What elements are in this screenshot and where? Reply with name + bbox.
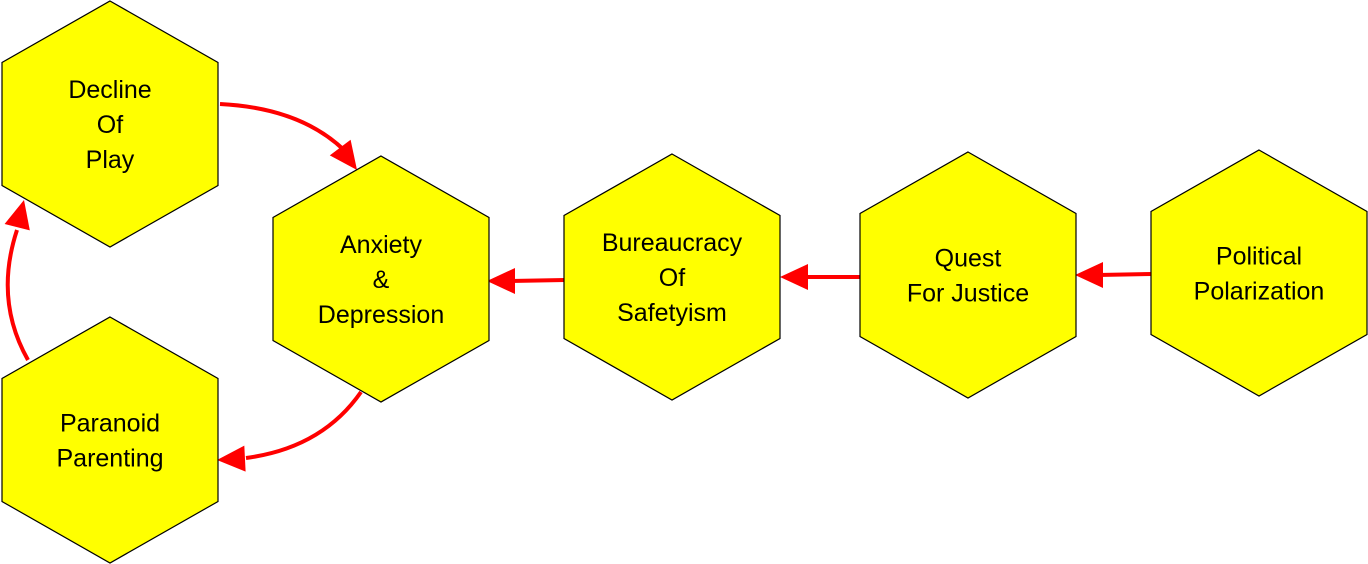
node-label-line: Of <box>97 111 123 139</box>
edge-anxiety-depression-to-paranoid-parenting <box>217 390 363 472</box>
edge-line <box>1097 272 1153 277</box>
node-anxiety-depression: Anxiety & Depression <box>272 155 490 403</box>
edge-political-polarization-to-quest-for-justice <box>1075 262 1153 288</box>
node-label-line: Bureaucracy <box>602 229 743 257</box>
edge-line <box>509 278 566 283</box>
arrowhead <box>329 139 357 170</box>
arrowhead <box>780 264 808 290</box>
hexagon-shape <box>1 316 219 564</box>
edges-layer <box>4 102 1153 472</box>
arrowhead <box>487 268 515 294</box>
node-label-line: Parenting <box>56 445 163 473</box>
arrowhead <box>217 445 246 472</box>
hexagon-shape <box>1 0 219 248</box>
edge-paranoid-parenting-to-decline-of-play <box>4 200 30 361</box>
node-label-line: Paranoid <box>60 410 160 438</box>
edge-decline-of-play-to-anxiety-depression <box>219 102 357 170</box>
node-label-line: Polarization <box>1194 278 1325 306</box>
node-label-line: Decline <box>68 76 151 104</box>
edge-line <box>5 229 30 361</box>
node-label-line: Play <box>86 146 135 174</box>
node-label-line: Political <box>1216 243 1302 271</box>
hexagon-shape <box>563 153 781 401</box>
hexagon-shape <box>1150 149 1368 397</box>
hexagon-shape <box>859 151 1077 399</box>
node-label-line: Of <box>659 264 685 292</box>
hexagon-shape <box>272 155 490 403</box>
edge-line <box>219 102 346 152</box>
node-label-line: Safetyism <box>617 299 727 327</box>
node-label-line: Anxiety <box>340 231 422 259</box>
node-label-line: Depression <box>318 301 444 329</box>
arrowhead <box>1075 262 1103 288</box>
arrowhead <box>4 200 30 231</box>
node-label-line: Quest <box>935 245 1002 273</box>
edge-quest-for-justice-to-bureaucracy-of-safetyism <box>780 264 860 290</box>
node-label-line: & <box>373 266 390 294</box>
edge-bureaucracy-of-safetyism-to-anxiety-depression <box>487 268 566 294</box>
edge-line <box>245 390 363 460</box>
node-label-line: For Justice <box>907 280 1029 308</box>
